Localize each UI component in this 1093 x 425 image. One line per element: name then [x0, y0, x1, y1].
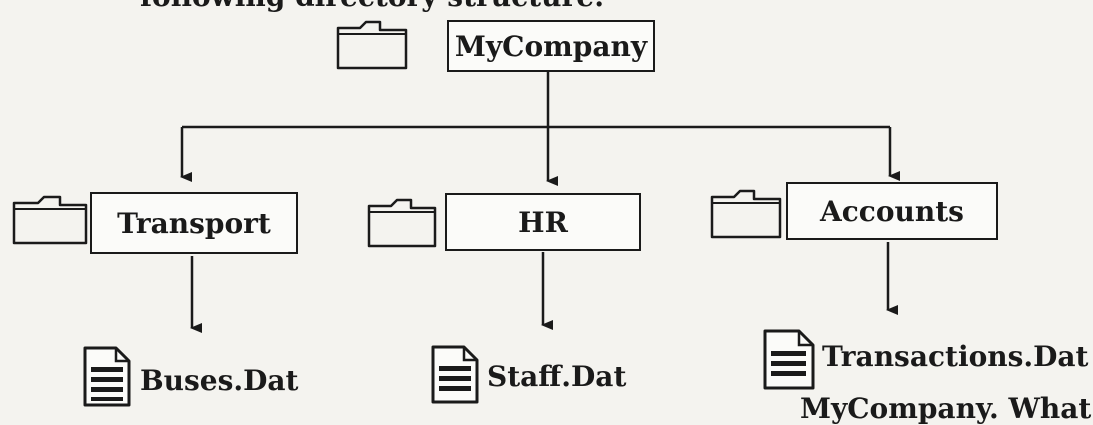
folder-icon — [12, 195, 88, 245]
file-label-transactions: Transactions.Dat — [822, 340, 1089, 373]
folder-icon — [710, 189, 782, 239]
folder-icon — [367, 198, 437, 248]
document-icon — [431, 345, 479, 404]
root-folder-box: MyCompany — [447, 20, 655, 72]
header-text-fragment: following directory structure: — [140, 0, 604, 13]
hr-folder-box: HR — [445, 193, 641, 251]
transport-folder-box: Transport — [90, 192, 298, 254]
directory-diagram: following directory structure: MyCompany… — [12, 0, 1093, 425]
document-icon — [83, 346, 131, 407]
file-label-buses: Buses.Dat — [140, 364, 299, 397]
file-label-staff: Staff.Dat — [487, 360, 627, 393]
folder-icon — [336, 20, 408, 70]
document-icon — [763, 329, 815, 390]
connector-lines — [180, 70, 900, 333]
accounts-folder-box: Accounts — [786, 182, 998, 240]
